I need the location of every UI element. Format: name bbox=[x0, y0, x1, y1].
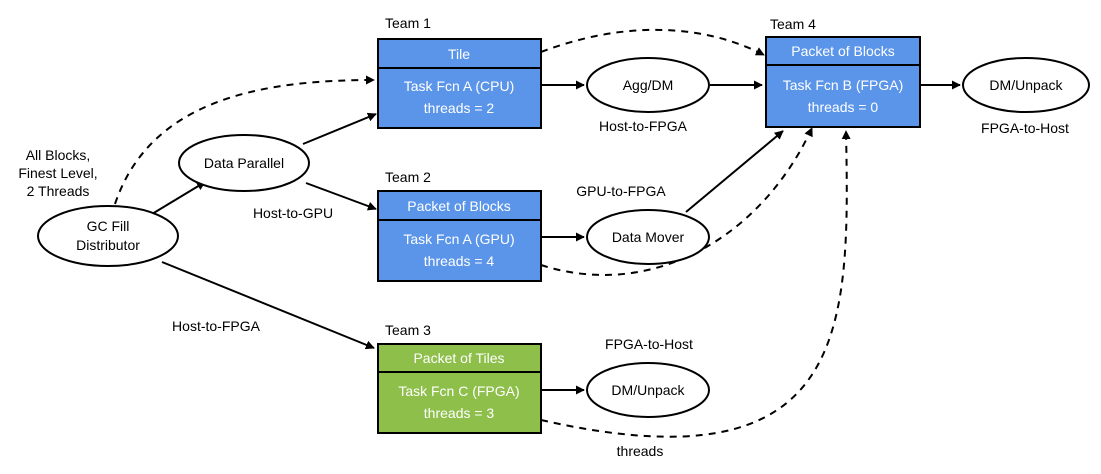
team1-title: Team 1 bbox=[385, 15, 431, 31]
node-dm-unpack-team3: DM/Unpack bbox=[586, 362, 710, 418]
host-to-gpu-label: Host-to-GPU bbox=[253, 205, 333, 221]
team1-task: Task Fcn A (CPU) bbox=[404, 78, 514, 94]
team2-header: Packet of Blocks bbox=[407, 198, 511, 214]
node-data-parallel: Data Parallel bbox=[178, 134, 310, 192]
distributor-label-line1: GC Fill bbox=[87, 218, 130, 234]
distributor-ellipse bbox=[37, 205, 179, 267]
gpu-to-fpga-label: GPU-to-FPGA bbox=[576, 183, 666, 199]
team2-header-rect bbox=[377, 190, 542, 221]
all-blocks-line2: Finest Level, bbox=[18, 165, 97, 181]
dashed-edge-team1-to-team4 bbox=[540, 28, 765, 56]
team4-header-rect bbox=[765, 36, 921, 66]
distributor-label-line2: Distributor bbox=[76, 237, 140, 253]
edge-distributor-to-data-parallel bbox=[151, 181, 206, 215]
team3-header: Packet of Tiles bbox=[413, 350, 504, 366]
team3-body-rect bbox=[377, 371, 542, 434]
team2-threads: threads = 4 bbox=[424, 253, 495, 269]
data-parallel-ellipse bbox=[178, 134, 310, 192]
edge-data-mover-to-team4 bbox=[685, 130, 784, 213]
team3-box: Team 3 Packet of Tiles Task Fcn C (FPGA)… bbox=[377, 322, 542, 434]
node-distributor: GC Fill Distributor bbox=[37, 205, 179, 267]
threads-bottom-label: threads bbox=[617, 443, 664, 459]
team3-header-rect bbox=[377, 343, 542, 373]
edge-annotations: All Blocks, Finest Level, 2 Threads Host… bbox=[18, 118, 1069, 459]
team2-body-rect bbox=[377, 219, 542, 282]
node-dm-unpack-team4: DM/Unpack bbox=[962, 57, 1090, 113]
agg-dm-ellipse bbox=[586, 57, 710, 113]
team2-box: Team 2 Packet of Blocks Task Fcn A (GPU)… bbox=[377, 169, 542, 282]
team3-task: Task Fcn C (FPGA) bbox=[398, 383, 519, 399]
team1-body-rect bbox=[377, 67, 542, 129]
team4-task: Task Fcn B (FPGA) bbox=[783, 77, 904, 93]
host-to-fpga-left-label: Host-to-FPGA bbox=[172, 318, 261, 334]
team4-header: Packet of Blocks bbox=[791, 43, 895, 59]
team4-title: Team 4 bbox=[770, 16, 816, 32]
team1-header: Tile bbox=[448, 46, 470, 62]
team1-threads: threads = 2 bbox=[424, 100, 495, 116]
agg-dm-label: Agg/DM bbox=[623, 77, 674, 93]
node-data-mover: Data Mover bbox=[586, 209, 710, 265]
all-blocks-line1: All Blocks, bbox=[26, 147, 91, 163]
team4-body-rect bbox=[765, 64, 921, 128]
node-agg-dm: Agg/DM bbox=[586, 57, 710, 113]
dm-unpack-team4-label: DM/Unpack bbox=[989, 77, 1063, 93]
host-to-fpga-mid-label: Host-to-FPGA bbox=[599, 118, 688, 134]
fpga-to-host-mid-label: FPGA-to-Host bbox=[605, 336, 693, 352]
team2-title: Team 2 bbox=[385, 169, 431, 185]
team3-title: Team 3 bbox=[385, 322, 431, 338]
dm-unpack-team3-ellipse bbox=[586, 362, 710, 418]
dashed-edge-team3-to-team4 bbox=[540, 130, 851, 438]
dashed-edge-distributor-to-team1 bbox=[114, 75, 375, 205]
data-mover-label: Data Mover bbox=[612, 229, 685, 245]
solid-edges bbox=[151, 80, 961, 395]
edge-data-parallel-to-team1 bbox=[302, 112, 377, 145]
data-parallel-label: Data Parallel bbox=[204, 155, 284, 171]
team3-threads: threads = 3 bbox=[424, 405, 495, 421]
fpga-to-host-right-label: FPGA-to-Host bbox=[981, 120, 1069, 136]
data-mover-ellipse bbox=[586, 209, 710, 265]
edge-distributor-to-team3 bbox=[161, 261, 375, 350]
team2-task: Task Fcn A (GPU) bbox=[403, 231, 514, 247]
team4-threads: threads = 0 bbox=[808, 99, 879, 115]
dm-unpack-team4-ellipse bbox=[962, 57, 1090, 113]
team4-box: Team 4 Packet of Blocks Task Fcn B (FPGA… bbox=[765, 16, 921, 128]
all-blocks-line3: 2 Threads bbox=[27, 183, 90, 199]
team1-box: Team 1 Tile Task Fcn A (CPU) threads = 2 bbox=[377, 15, 542, 129]
team1-header-rect bbox=[377, 38, 542, 69]
edge-data-parallel-to-team2 bbox=[305, 182, 377, 211]
dm-unpack-team3-label: DM/Unpack bbox=[611, 382, 685, 398]
